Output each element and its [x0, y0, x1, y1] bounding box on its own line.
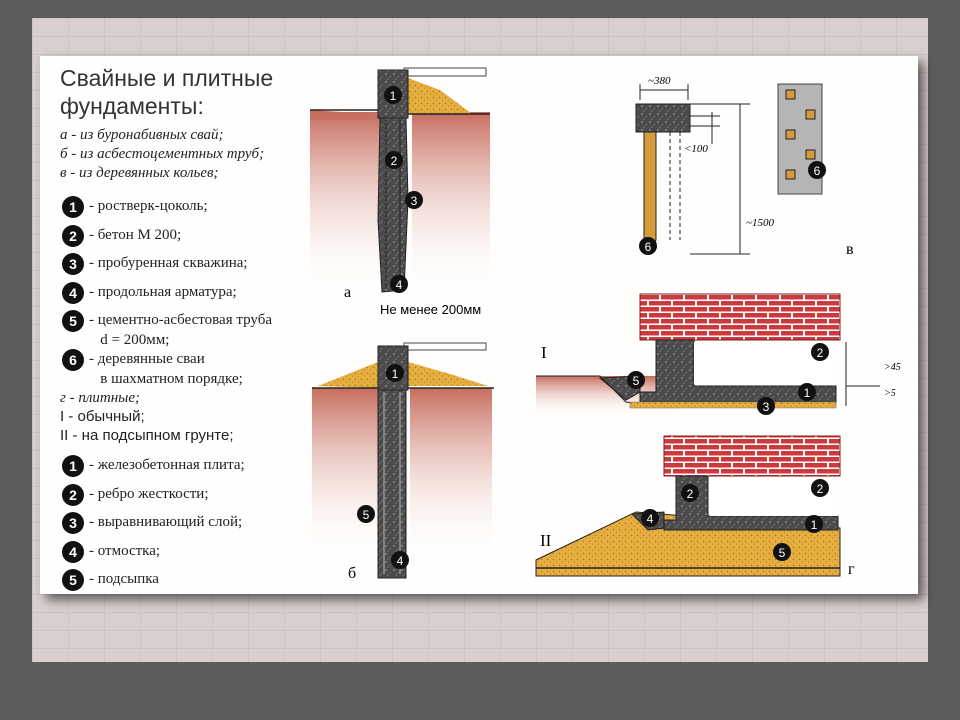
marker-gI-1 [798, 383, 816, 401]
number-badge: 3 [62, 512, 84, 534]
marker-gII-5 [773, 543, 791, 561]
slab-item-3: 3 - выравнивающий слой; [62, 512, 242, 534]
marker-gII-2a-num: 2 [687, 487, 694, 501]
marker-gII-4 [641, 509, 659, 527]
dim-100: <100 [684, 143, 708, 155]
number-badge: 1 [62, 196, 84, 218]
slab-item-label: - выравнивающий слой; [89, 514, 243, 530]
diagram-v-wooden-piles [635, 83, 823, 255]
marker-a-1 [384, 86, 402, 104]
marker-gII-2b [811, 479, 829, 497]
slab-item-label: - подсыпка [89, 571, 159, 587]
label-min-depth: Не менее 200мм [380, 302, 481, 317]
marker-v-6b-num: 6 [814, 164, 821, 178]
label-roman-I: I [541, 343, 547, 362]
slab-type-II: II - на подсыпном грунте; [60, 427, 234, 444]
pile-item-label: - деревянные сваи в шахматном порядке; [89, 351, 243, 387]
marker-gII-1 [805, 515, 823, 533]
subtitle-b: б - из асбестоцементных труб; [60, 146, 265, 162]
dim-1500: ~1500 [746, 217, 774, 229]
slab-item-label: - ребро жесткости; [89, 486, 209, 502]
number-badge: 4 [62, 541, 84, 563]
marker-v-6a-num: 6 [645, 240, 652, 254]
pile-item-label: - ростверк-цоколь; [89, 198, 208, 214]
marker-a-3-num: 3 [411, 194, 418, 208]
marker-v-6a [639, 237, 657, 255]
label-b: б [348, 565, 356, 582]
title-line-2: фундаменты: [60, 93, 204, 119]
label-a: а [344, 284, 351, 301]
marker-gI-3-num: 3 [763, 400, 770, 414]
marker-b-5 [357, 505, 375, 523]
marker-a-4 [390, 275, 408, 293]
number-badge: 2 [62, 225, 84, 247]
label-v: в [846, 241, 854, 258]
marker-gI-3 [757, 397, 775, 415]
marker-b-4-num: 4 [397, 554, 404, 568]
marker-gII-2a [681, 484, 699, 502]
marker-gI-5 [627, 371, 645, 389]
marker-gI-2-num: 2 [817, 346, 824, 360]
marker-b-4 [391, 551, 409, 569]
marker-gII-1-num: 1 [811, 518, 818, 532]
diagram-g-slab-II [535, 435, 841, 577]
pile-item-label: - бетон М 200; [89, 227, 182, 243]
marker-gII-4-num: 4 [647, 512, 654, 526]
subtitle-c: в - из деревянных кольев; [60, 165, 219, 181]
pile-item-label: - продольная арматура; [89, 284, 237, 300]
diagram-b-asbestos-pipe [312, 342, 494, 579]
marker-gI-5-num: 5 [633, 374, 640, 388]
slab-item-label: - железобетонная плита; [89, 457, 245, 473]
number-badge: 1 [62, 455, 84, 477]
pile-item-6: 6 - деревянные сваи в шахматном порядке; [62, 349, 243, 389]
slab-item-4: 4 - отмостка; [62, 541, 160, 563]
diagram-a-bored-pile [310, 67, 490, 293]
pile-item-1: 1 - ростверк-цоколь; [62, 196, 208, 218]
marker-a-2-num: 2 [391, 154, 398, 168]
pile-item-label: - пробуренная скважина; [89, 255, 248, 271]
marker-a-1-num: 1 [390, 89, 397, 103]
number-badge: 4 [62, 282, 84, 304]
subtitle-a: а - из буронабивных свай; [60, 127, 224, 143]
number-badge: 3 [62, 253, 84, 275]
number-badge: 6 [62, 349, 84, 371]
label-roman-II: II [540, 531, 552, 550]
marker-a-2 [385, 151, 403, 169]
marker-b-5-num: 5 [363, 508, 370, 522]
marker-gII-5-num: 5 [779, 546, 786, 560]
slab-type-I: I - обычный; [60, 408, 145, 425]
marker-v-6b [808, 161, 826, 179]
slab-item-2: 2 - ребро жесткости; [62, 484, 209, 506]
marker-gI-2 [811, 343, 829, 361]
marker-b-1 [386, 364, 404, 382]
title-line-1: Свайные и плитные [60, 65, 274, 91]
pile-item-4: 4 - продольная арматура; [62, 282, 237, 304]
marker-gII-2b-num: 2 [817, 482, 824, 496]
pile-item-2: 2 - бетон М 200; [62, 225, 181, 247]
number-badge: 2 [62, 484, 84, 506]
subtitle-g: г - плитные; [60, 390, 140, 406]
dim-380: ~380 [648, 75, 671, 87]
number-badge: 5 [62, 310, 84, 332]
pile-item-5: 5 - цементно-асбестовая труба d = 200мм; [62, 310, 272, 350]
slab-item-5: 5 - подсыпка [62, 569, 159, 591]
marker-a-4-num: 4 [396, 278, 403, 292]
dim-5: >5 [884, 388, 896, 399]
marker-a-3 [405, 191, 423, 209]
dim-45: >45 [884, 362, 901, 373]
slab-item-label: - отмостка; [89, 543, 161, 559]
marker-b-1-num: 1 [392, 367, 399, 381]
slide-title: Свайные и плитные фундаменты: [60, 64, 273, 120]
label-g: г [848, 561, 855, 578]
marker-gI-1-num: 1 [804, 386, 811, 400]
pile-item-3: 3 - пробуренная скважина; [62, 253, 248, 275]
slab-item-1: 1 - железобетонная плита; [62, 455, 245, 477]
number-badge: 5 [62, 569, 84, 591]
pile-item-label: - цементно-асбестовая труба d = 200мм; [89, 312, 272, 348]
